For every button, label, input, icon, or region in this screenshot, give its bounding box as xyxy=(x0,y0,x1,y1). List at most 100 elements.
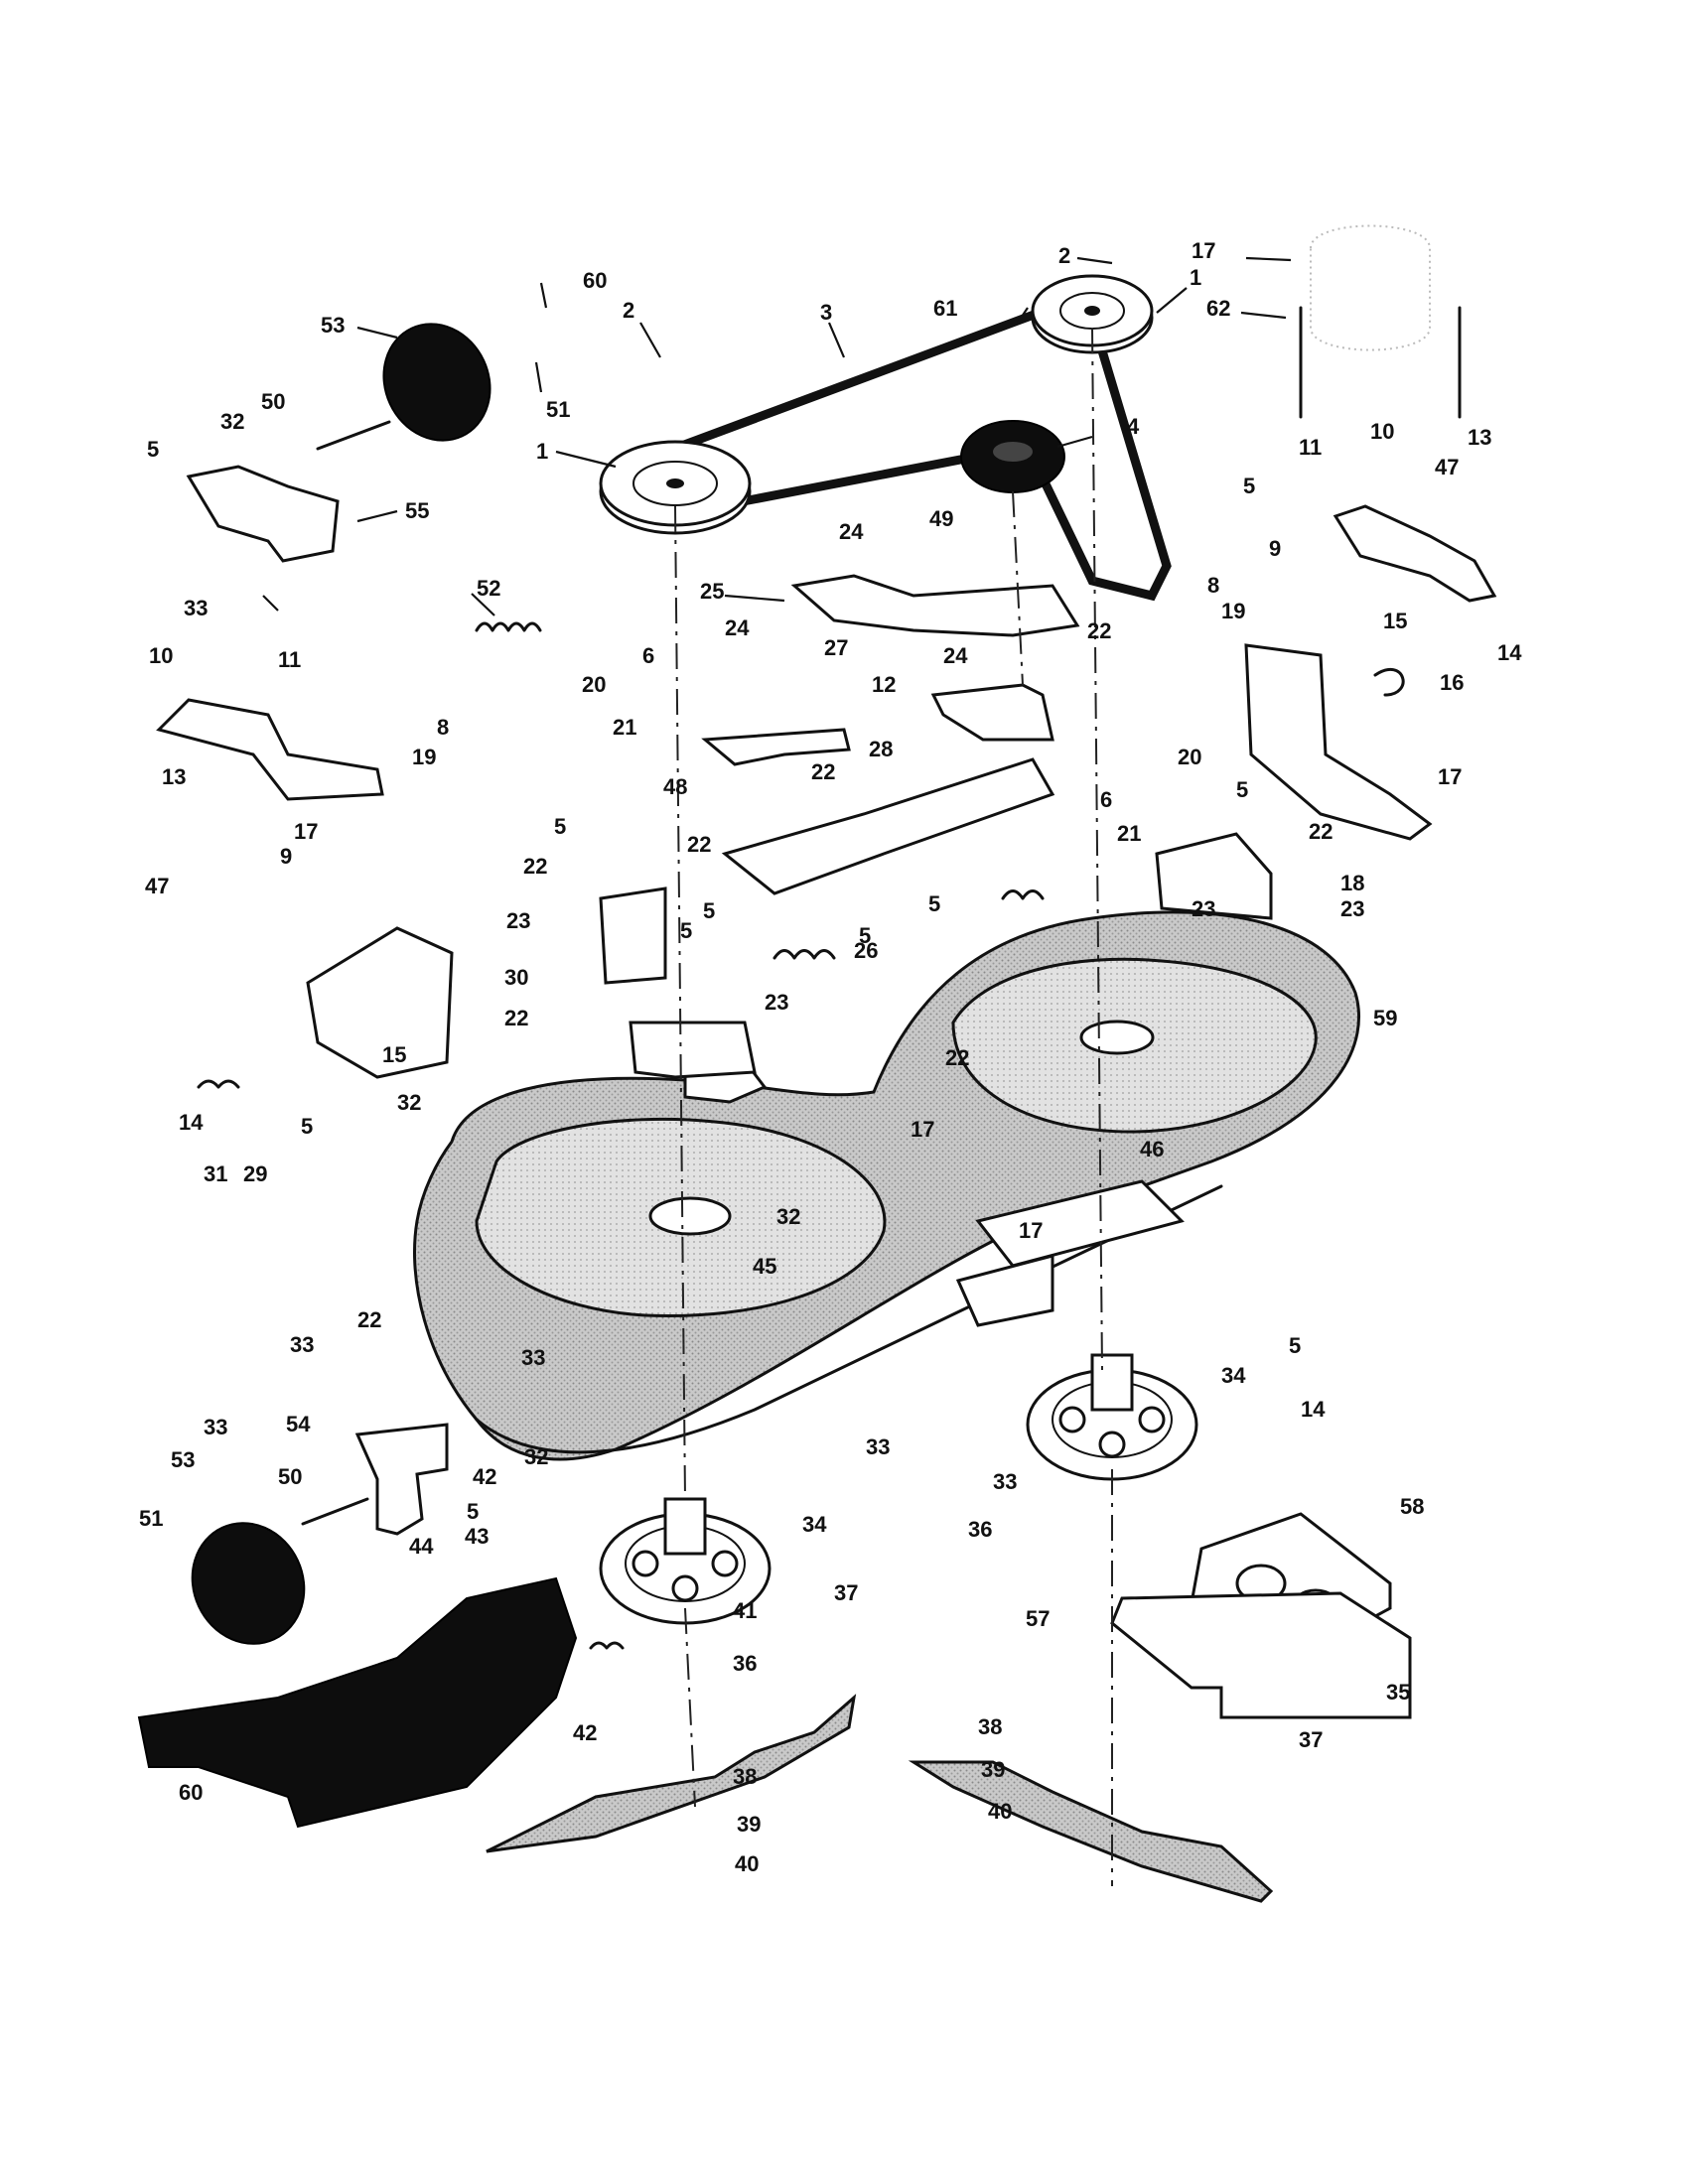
callout-36-b: 36 xyxy=(733,1651,757,1676)
callout-22-c: 22 xyxy=(687,832,711,857)
callout-20-a: 20 xyxy=(582,672,606,697)
callout-33-b: 33 xyxy=(290,1332,314,1357)
spindle-right xyxy=(1026,1353,1198,1481)
callout-12: 12 xyxy=(872,672,896,697)
link-arm-left xyxy=(156,698,384,801)
callout-22-b: 22 xyxy=(811,759,835,784)
callout-5-i: 5 xyxy=(1289,1333,1301,1358)
callout-33-e: 33 xyxy=(866,1434,890,1459)
callout-23-a: 23 xyxy=(506,908,530,933)
callout-24-c: 24 xyxy=(943,643,968,668)
callout-17-c: 17 xyxy=(1438,764,1462,789)
callout-8-b: 8 xyxy=(1207,573,1219,598)
callout-15-b: 15 xyxy=(1383,609,1407,633)
callout-5-g: 5 xyxy=(1236,777,1248,802)
callout-33-f: 33 xyxy=(993,1469,1017,1494)
callout-55: 55 xyxy=(405,498,429,523)
callout-11-a: 11 xyxy=(278,647,301,672)
callout-29: 29 xyxy=(243,1161,267,1186)
callout-4: 4 xyxy=(1127,414,1140,439)
callout-32-b: 32 xyxy=(397,1090,421,1115)
callout-47-a: 47 xyxy=(1435,455,1459,479)
callout-22-h: 22 xyxy=(357,1307,381,1332)
callout-5-e: 5 xyxy=(859,923,871,948)
callout-23-b: 23 xyxy=(765,990,788,1015)
callout-19-a: 19 xyxy=(412,745,436,769)
callout-41: 41 xyxy=(733,1598,757,1623)
callout-24-a: 24 xyxy=(839,519,864,544)
callout-13-a: 13 xyxy=(162,764,186,789)
callout-5-d: 5 xyxy=(703,898,715,923)
blade-left xyxy=(486,1694,857,1853)
callout-54: 54 xyxy=(286,1412,311,1436)
callout-5-c: 5 xyxy=(554,814,566,839)
callout-5-j: 5 xyxy=(467,1499,479,1524)
callout-39-a: 39 xyxy=(737,1812,761,1837)
callout-21-b: 21 xyxy=(1117,821,1141,846)
callout-6-a: 6 xyxy=(642,643,654,668)
idler-pulley xyxy=(960,420,1065,493)
callout-21-a: 21 xyxy=(613,715,636,740)
callout-10-b: 10 xyxy=(1370,419,1394,444)
callout-17-a: 17 xyxy=(1192,238,1215,263)
callout-17-e: 17 xyxy=(1019,1218,1043,1243)
callout-5-b: 5 xyxy=(1243,474,1255,498)
callout-15-a: 15 xyxy=(382,1042,406,1067)
callout-61: 61 xyxy=(933,296,957,321)
callout-26: 26 xyxy=(854,938,878,963)
wheel-bracket-upper xyxy=(186,465,340,563)
callout-51-b: 51 xyxy=(139,1506,163,1531)
callout-48: 48 xyxy=(663,774,687,799)
gauge-wheel-upper xyxy=(316,323,491,451)
callout-32-d: 32 xyxy=(524,1444,548,1469)
callout-35: 35 xyxy=(1386,1680,1410,1705)
callout-42-a: 42 xyxy=(473,1464,496,1489)
callout-34-b: 34 xyxy=(802,1512,827,1537)
callout-45: 45 xyxy=(753,1254,776,1279)
callout-32-c: 32 xyxy=(776,1204,800,1229)
callout-10-a: 10 xyxy=(149,643,173,668)
callout-60-b: 60 xyxy=(179,1780,203,1805)
ghost-cylinder xyxy=(1310,224,1431,351)
callout-3: 3 xyxy=(820,300,832,325)
callout-16: 16 xyxy=(1440,670,1464,695)
callout-20-b: 20 xyxy=(1178,745,1201,769)
callout-24-b: 24 xyxy=(725,615,750,640)
callout-37-a: 37 xyxy=(834,1580,858,1605)
callout-57: 57 xyxy=(1026,1606,1050,1631)
callout-22-e: 22 xyxy=(1309,819,1333,844)
callout-13-b: 13 xyxy=(1468,425,1491,450)
callout-8-a: 8 xyxy=(437,715,449,740)
stud-bolts xyxy=(1299,306,1462,419)
callout-11-b: 11 xyxy=(1299,435,1322,460)
callout-28: 28 xyxy=(869,737,893,761)
wheel-bracket-lower xyxy=(354,1423,449,1536)
callout-33-a: 33 xyxy=(184,596,208,620)
callout-23-c: 23 xyxy=(1192,896,1215,921)
callout-30: 30 xyxy=(504,965,528,990)
callout-2-a: 2 xyxy=(1058,243,1070,268)
callout-9-b: 9 xyxy=(1269,536,1281,561)
discharge-chute xyxy=(137,1576,578,1829)
callout-31: 31 xyxy=(204,1161,227,1186)
callout-labels: 1 1 2 2 3 4 5 5 5 5 5 5 5 5 5 5 5 6 6 8 … xyxy=(139,238,1522,1876)
callout-5-h: 5 xyxy=(301,1114,313,1139)
mower-deck-housing xyxy=(413,910,1360,1461)
hanger-bracket-18 xyxy=(1244,643,1433,841)
callout-34-a: 34 xyxy=(1221,1363,1246,1388)
pulley-left xyxy=(599,440,752,535)
springs xyxy=(197,621,1405,1650)
callout-22-d: 22 xyxy=(523,854,547,879)
hanger-bracket-30 xyxy=(306,926,454,1079)
callout-59: 59 xyxy=(1373,1006,1397,1030)
callout-5-k: 5 xyxy=(680,918,692,943)
callout-37-b: 37 xyxy=(1299,1727,1323,1752)
callout-40-b: 40 xyxy=(988,1799,1012,1824)
callout-23-d: 23 xyxy=(1340,896,1364,921)
callout-17-b: 17 xyxy=(294,819,318,844)
callout-53-a: 53 xyxy=(321,313,345,338)
callout-50-b: 50 xyxy=(278,1464,302,1489)
pulley-right xyxy=(1031,274,1154,354)
callout-leaders xyxy=(262,256,1292,616)
